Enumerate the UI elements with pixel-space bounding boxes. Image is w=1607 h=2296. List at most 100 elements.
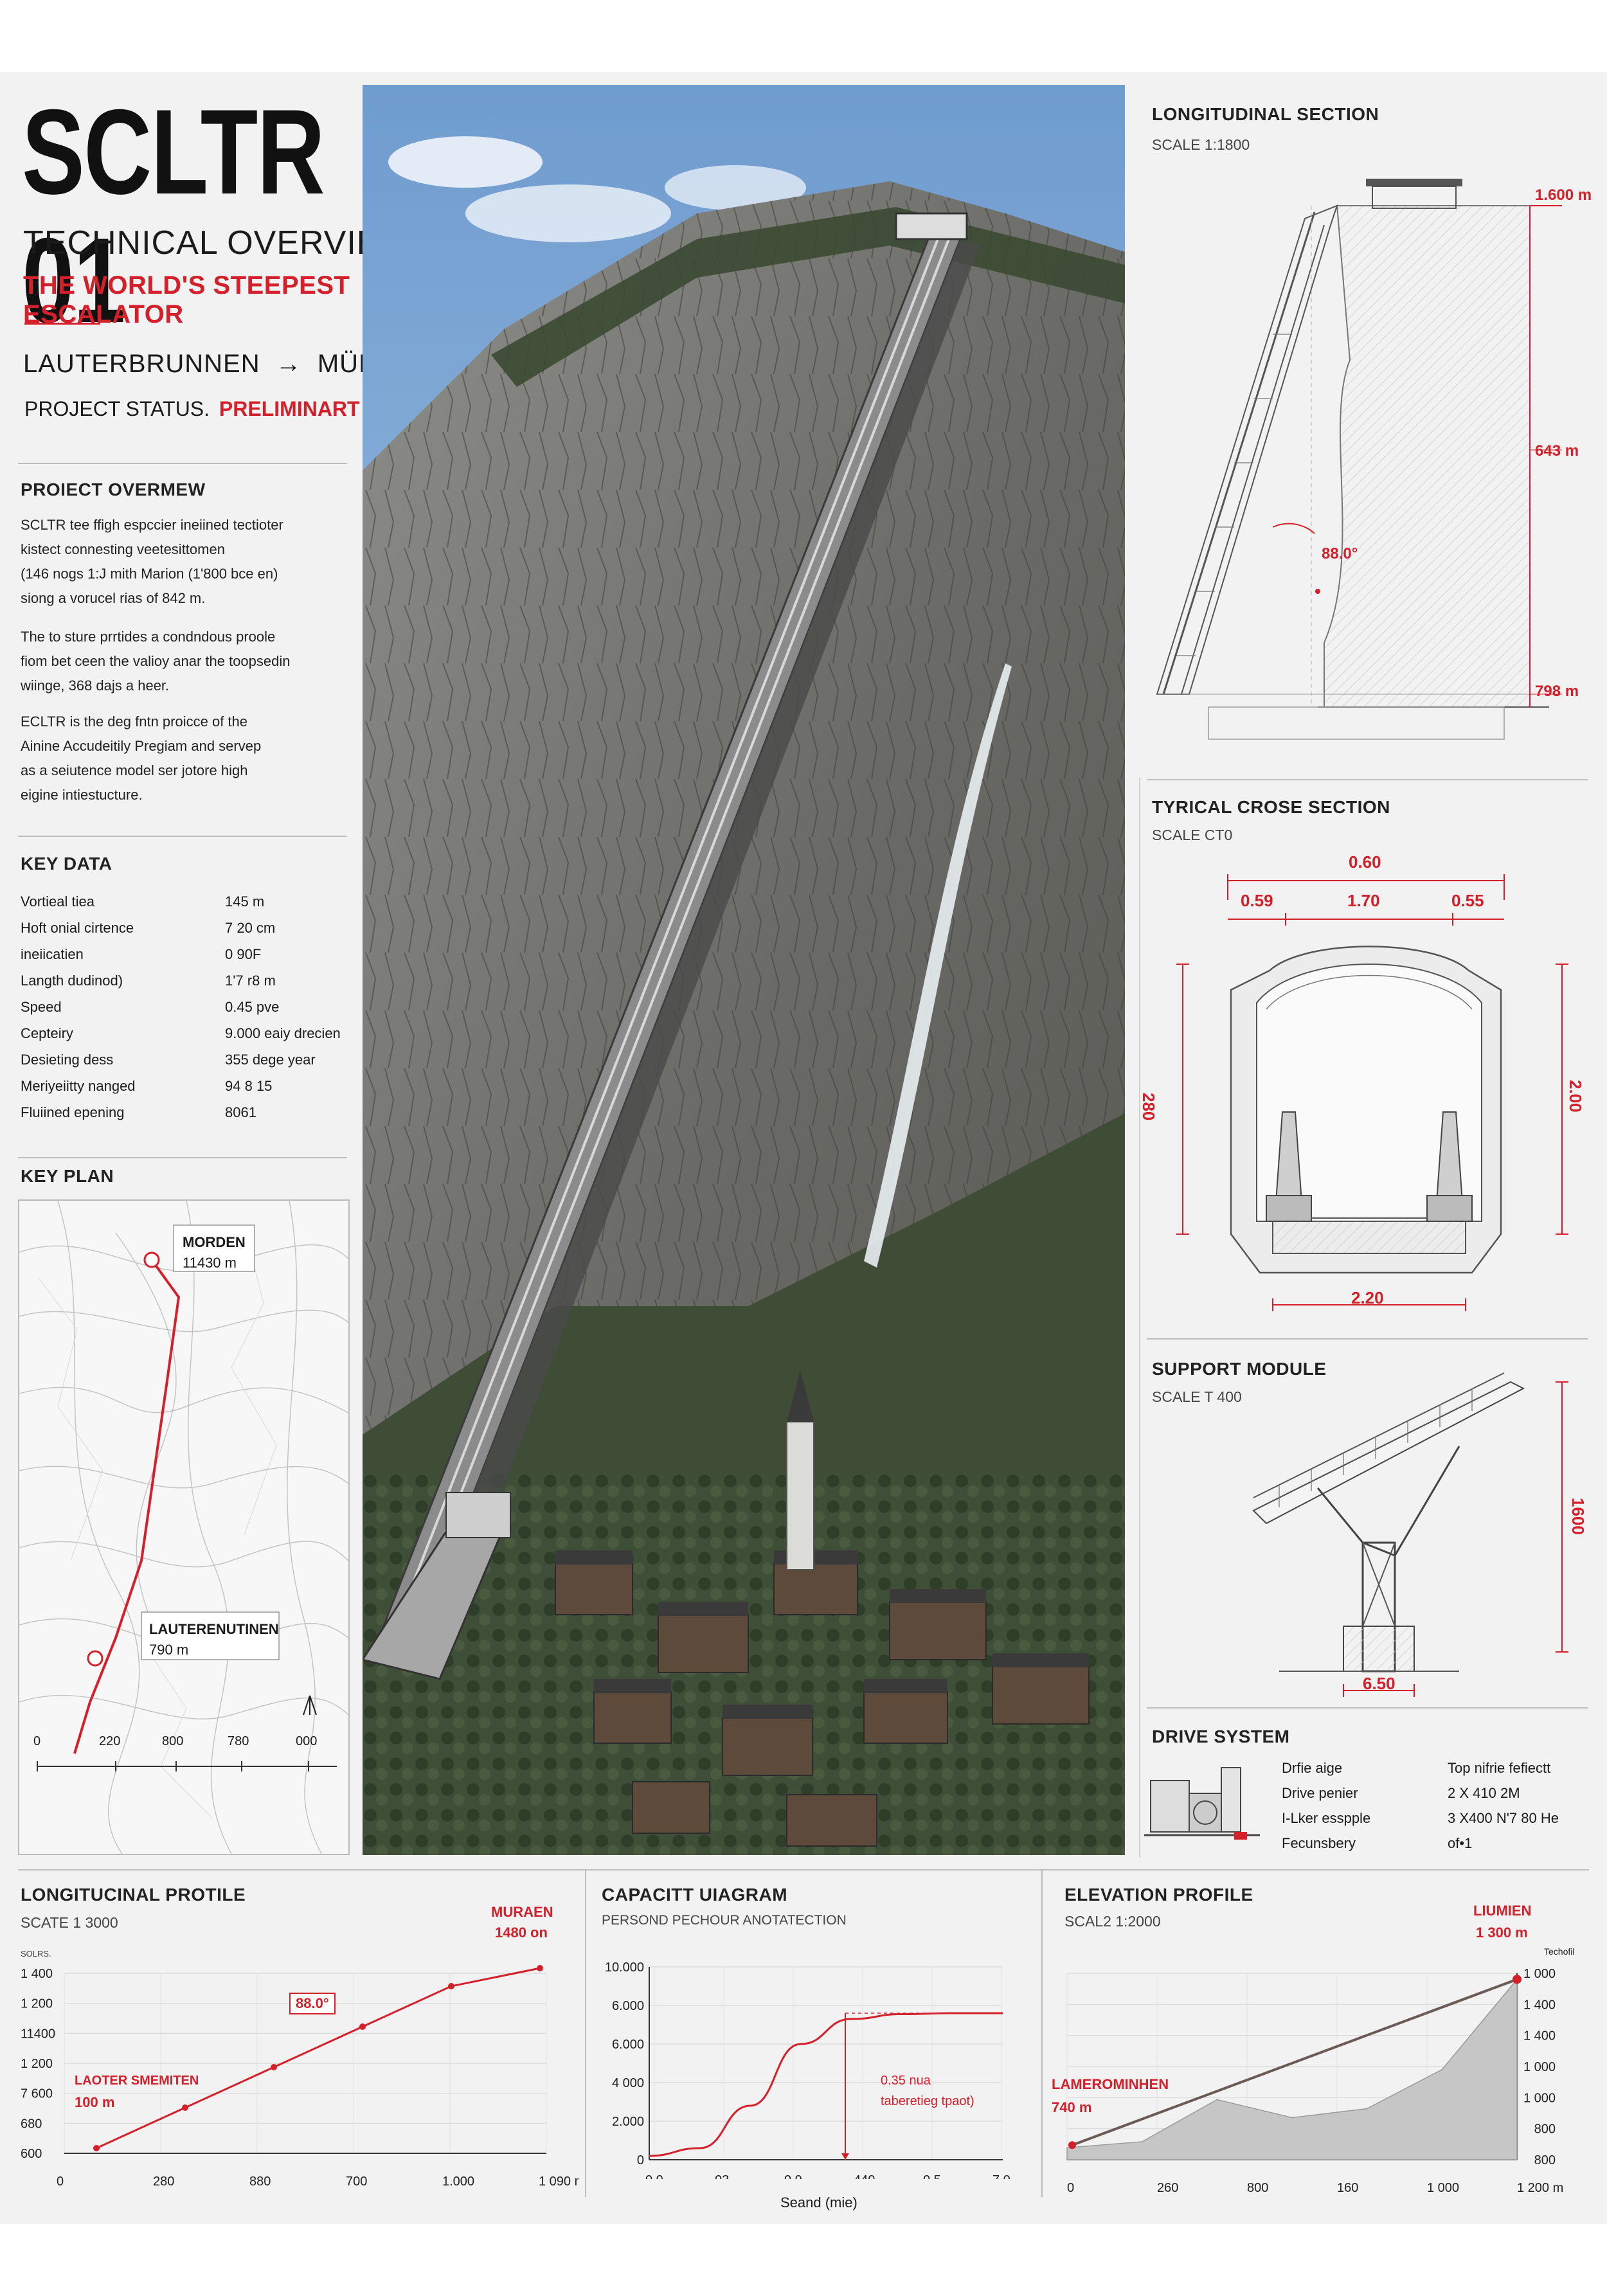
- column-divider: [585, 1869, 586, 2197]
- drive-heading: DRIVE SYSTEM: [1152, 1726, 1290, 1746]
- drive-label: Fecunsbery: [1282, 1835, 1356, 1851]
- x-tick-label: 0.5: [923, 2173, 941, 2179]
- key-data-label: Hoft onial cirtence: [21, 920, 134, 936]
- plan-bottom-station-elev: 790 m: [149, 1642, 189, 1658]
- x-tick-label: 1.000: [442, 2175, 474, 2189]
- y-tick-label: 1 000: [1523, 1967, 1556, 1981]
- y-tick-label: 0: [637, 2153, 644, 2167]
- capacity-curve: [649, 2012, 1003, 2157]
- profile-chart-heading: LONGITUCINAL PROTILE: [21, 1885, 246, 1905]
- data-point: [448, 1983, 454, 1989]
- capacity-chart-subheading: PERSOND PECHOUR ANOTATECTION: [602, 1913, 847, 1928]
- x-tick-label: 440: [854, 2173, 875, 2179]
- elevation-chart-heading: ELEVATION PROFILE: [1064, 1885, 1253, 1905]
- bottom-station-marker: [1068, 2141, 1076, 2149]
- support-scale: SCALE T 400: [1152, 1388, 1242, 1405]
- key-plan-heading: KEY PLAN: [21, 1166, 114, 1186]
- x-tick-label: 1 200 m: [1517, 2181, 1563, 2192]
- support-module-drawing: [1252, 1372, 1568, 1697]
- red-divider: [24, 323, 100, 325]
- divider-line: [1147, 1707, 1588, 1709]
- data-point: [359, 2023, 366, 2030]
- cross-dim-total: 0.60: [1349, 852, 1381, 872]
- drive-label: Drfie aige: [1282, 1760, 1343, 1776]
- plan-bottom-station-name: LAUTERENUTINEN: [149, 1621, 279, 1637]
- cross-dim-height-left: 280: [1139, 1093, 1158, 1121]
- text-line: as a seiutence model ser jotore high: [21, 762, 248, 778]
- profile-top-station-elev: 1480 on: [495, 1924, 548, 1941]
- longitudinal-section-drawing: [1156, 179, 1562, 740]
- overview-paragraph-3: ECLTR is the deg fntn proicce of the Ain…: [21, 710, 355, 807]
- y-tick-label: 11400: [21, 2027, 55, 2041]
- key-data-value: 0 90F: [225, 946, 262, 962]
- key-data-label: Desieting dess: [21, 1052, 114, 1068]
- x-tick-label: 7 0: [992, 2173, 1010, 2179]
- support-heading: SUPPORT MODULE: [1152, 1359, 1327, 1379]
- long-section-dim-bottom: 798 m: [1535, 683, 1579, 700]
- text-line: eigine intiestucture.: [21, 787, 143, 803]
- support-dim-base: 6.50: [1363, 1674, 1396, 1693]
- divider-line: [18, 463, 347, 464]
- subtitle: TECHNICAL OVERVIEW: [23, 224, 412, 262]
- y-tick-label: 680: [21, 2117, 42, 2131]
- text-line: Ainine Accudeitily Pregiam and servep: [21, 738, 262, 754]
- key-data-label: Fluiined epening: [21, 1104, 125, 1120]
- top-station-marker: [1513, 1975, 1522, 1984]
- drive-value: 2 X 410 2M: [1448, 1785, 1520, 1801]
- long-section-dim-top: 1.600 m: [1535, 186, 1592, 204]
- data-point: [93, 2145, 100, 2151]
- x-tick-label: 800: [1247, 2181, 1268, 2192]
- profile-chart-scale: SCATE 1 3000: [21, 1914, 118, 1931]
- key-data-value: 9.000 eaiy drecien: [225, 1025, 341, 1041]
- cross-dim-center: 1.70: [1347, 891, 1380, 910]
- y-tick-label: 800: [1534, 2153, 1556, 2167]
- x-tick-label: 0: [1067, 2181, 1074, 2192]
- long-section-heading: LONGITUDINAL SECTION: [1152, 104, 1379, 124]
- arrow-down-icon: [841, 2153, 849, 2160]
- x-tick-label: 260: [1157, 2181, 1178, 2192]
- north-arrow-icon: [303, 1695, 317, 1716]
- text-line: SCLTR tee ffigh espccier ineiined tectio…: [21, 517, 283, 533]
- key-data-label: ineiicatien: [21, 946, 84, 962]
- x-tick-label: 0: [57, 2175, 64, 2189]
- key-data-value: 145 m: [225, 893, 265, 910]
- divider-line: [18, 836, 347, 837]
- elevation-top-station-elev: 1 300 m: [1476, 1924, 1528, 1941]
- key-data-label: Meriyeiitty nanged: [21, 1078, 136, 1094]
- y-tick-label: 1 400: [1523, 1998, 1556, 2012]
- long-section-scale: SCALE 1:1800: [1152, 136, 1250, 153]
- y-tick-label: 800: [1534, 2122, 1556, 2137]
- divider-line: [18, 1869, 1589, 1870]
- key-data-label: Speed: [21, 999, 62, 1015]
- tagline: THE WORLD'S STEEPEST ESCALATOR: [23, 271, 350, 328]
- profile-bottom-station-elev: 100 m: [75, 2094, 115, 2110]
- cross-section-heading: TYRICAL CROSE SECTION: [1152, 797, 1390, 817]
- divider-line: [18, 1157, 347, 1158]
- route-from: LAUTERBRUNNEN: [23, 350, 260, 378]
- text-line: siong a vorucel rias of 842 m.: [21, 590, 206, 606]
- scale-bar-label: 000: [296, 1734, 318, 1748]
- overview-heading: PROIECT OVERMEW: [21, 480, 206, 499]
- text-line: kistect connesting veetesittomen: [21, 541, 225, 557]
- y-tick-label: 1 000: [1523, 2091, 1556, 2105]
- x-tick-label: 1 090 m: [539, 2175, 579, 2189]
- key-data-row: Vortieal tiea 145 m: [21, 893, 348, 920]
- elevation-bottom-station-name: LAMEROMINHEN: [1052, 2076, 1169, 2092]
- text-line: wiinge, 368 dajs a heer.: [21, 677, 170, 694]
- scale-bar-label: 800: [162, 1734, 184, 1748]
- text-line: (146 nogs 1:J mith Marion (1'800 bce en): [21, 566, 278, 582]
- key-data-value: 1'7 r8 m: [225, 973, 276, 989]
- text-line: fiom bet ceen the valioy anar the toopse…: [21, 653, 291, 669]
- key-data-label: Vortieal tiea: [21, 893, 94, 910]
- y-tick-label: 10.000: [605, 1960, 644, 1975]
- capacity-annotation-text: taberetieg tpaot): [881, 2094, 974, 2108]
- y-tick-label: 1 000: [1523, 2060, 1556, 2074]
- key-data-heading: KEY DATA: [21, 854, 112, 874]
